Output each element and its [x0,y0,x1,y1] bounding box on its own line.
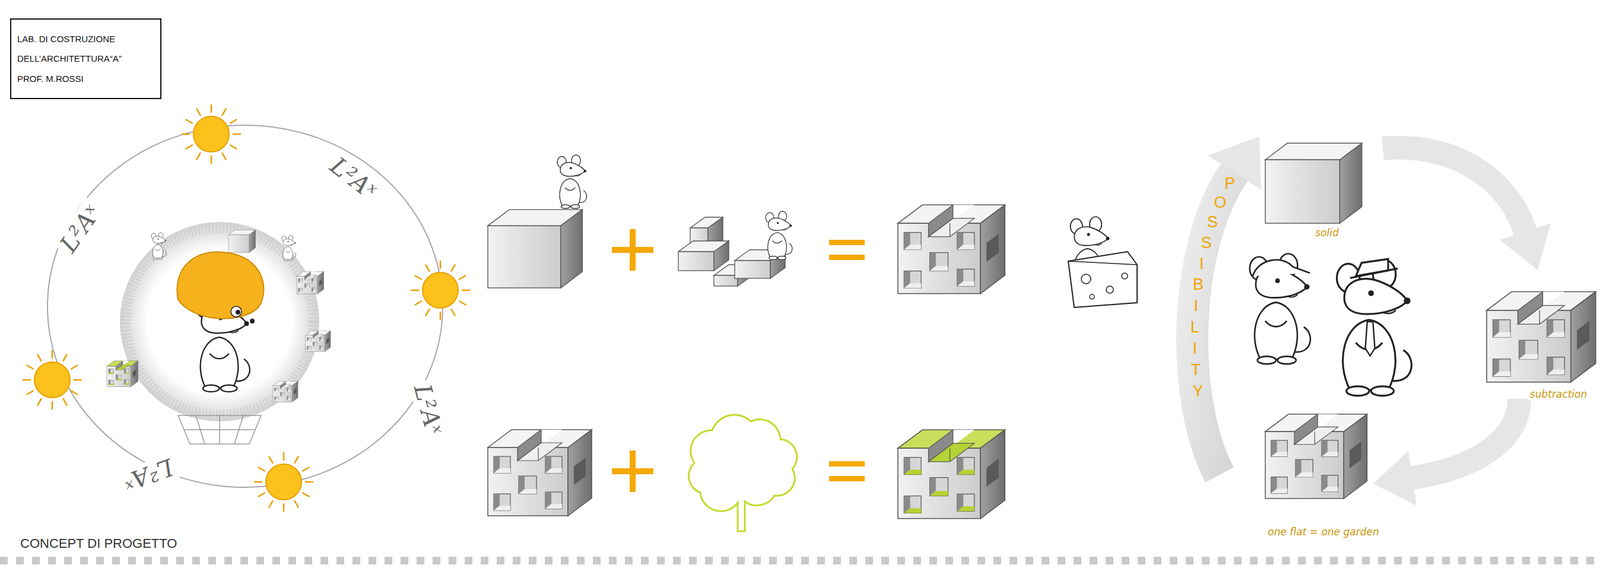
arc-letter: S [1207,214,1218,231]
ring-label: L²Aˣ [408,378,449,441]
arc-letter: Y [1192,383,1203,400]
arc-letter: B [1192,276,1204,293]
arc-letter: I [1192,340,1198,357]
arc-letter: T [1191,362,1202,379]
arc-letter: O [1213,194,1227,211]
arc-letter: I [1193,297,1199,314]
arc-letter: S [1201,234,1212,251]
arc-letter: I [1199,255,1205,272]
title-block-text: PROF. M.ROSSI [17,73,155,85]
arc-label: POSSIBILITY [1182,171,1242,403]
caption: CONCEPT DI PROGETTO [20,535,177,552]
arc-letter: P [1224,175,1236,192]
ring-label: L²Aˣ [322,150,385,207]
annotation: solid [1312,226,1342,240]
annotation: subtraction [1527,388,1590,401]
annotation: one flat = one garden [1265,525,1382,539]
title-block-box: LAB. DI COSTRUZIONE DELL’ARCHITETTURA“A” P… [10,18,162,100]
ring-label: L²Aˣ [52,197,108,260]
ring-label: L²Aˣ [116,452,181,498]
title-block-text: DELL’ARCHITETTURA“A” [17,53,155,65]
title-block-text: LAB. DI COSTRUZIONE [17,33,155,45]
arc-letter: L [1190,319,1200,336]
